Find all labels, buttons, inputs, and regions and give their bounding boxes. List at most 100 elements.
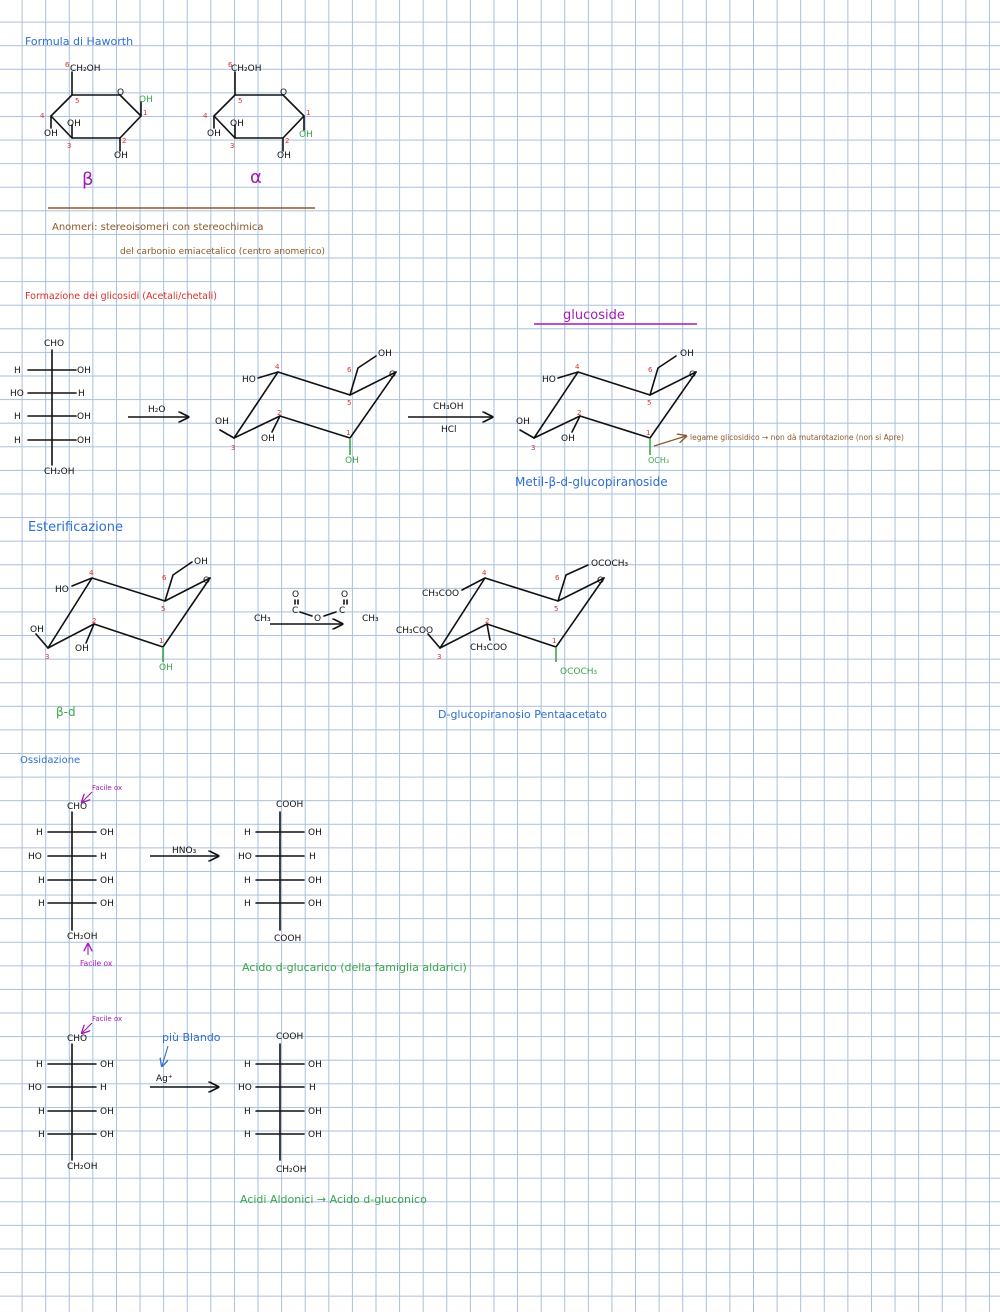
ox1p-cooh-bottom: COOH xyxy=(274,934,301,944)
reagent-ag: Ag⁺ xyxy=(156,1074,173,1084)
chair2-o: O xyxy=(689,370,696,380)
penta-ch3coo-c3: CH₃COO xyxy=(396,626,433,636)
chair1-oh-c6: OH xyxy=(378,349,392,359)
ester1-n2: 2 xyxy=(92,617,96,625)
ox2-h1: H xyxy=(36,1060,43,1070)
chair-glucoside: HO OH O OH OH OCH₃ 4 6 5 2 3 1 xyxy=(516,349,697,465)
esterificazione-title: Esterificazione xyxy=(28,520,123,535)
ox1-facile-top: Facile ox xyxy=(92,784,122,792)
glucoside-label: glucoside xyxy=(563,308,625,323)
ox2-oh1: OH xyxy=(100,1060,114,1070)
chair2-n5: 5 xyxy=(647,399,651,407)
anomeri-line2: del carbonio emiacetalico (centro anomer… xyxy=(120,247,325,257)
ester1-oh-c1: OH xyxy=(159,663,173,673)
acetic-anhydride: CH₃ C O O C O CH₃ xyxy=(254,590,379,624)
ox1-h2: H xyxy=(100,852,107,862)
glicosidi-title: Formazione dei glicosidi (Acetali/chetal… xyxy=(25,291,217,302)
ossidazione-title: Ossidazione xyxy=(20,755,80,766)
chair1-ho: HO xyxy=(242,375,256,385)
beta-oh-c4: OH xyxy=(44,129,58,139)
glucoside-name: Metil-β-d-glucopiranoside xyxy=(515,475,668,489)
penta-o: O xyxy=(597,576,604,586)
beta-oh-c3: OH xyxy=(67,119,81,129)
chair2-oh-c2: OH xyxy=(561,434,575,444)
chair2-oh-c3: OH xyxy=(516,417,530,427)
chair2-n4: 4 xyxy=(575,363,580,371)
ox1p-h4: H xyxy=(244,899,251,909)
alpha-oh-c2: OH xyxy=(277,151,291,161)
gluconic-name: Acidi Aldonici → Acido d-gluconico xyxy=(240,1193,427,1206)
reagent-hno3: HNO₃ xyxy=(172,846,197,856)
fischer-ox1-reactant: CHO H OH HO H H OH H OH CH₂OH xyxy=(28,802,114,942)
chair1-n2: 2 xyxy=(277,409,281,417)
ox1-oh3: OH xyxy=(100,876,114,886)
chair1-n6: 6 xyxy=(347,366,352,374)
haworth-title: Formula di Haworth xyxy=(25,35,133,48)
ox2-h3: H xyxy=(38,1107,45,1117)
ox2-h4: H xyxy=(38,1130,45,1140)
chair-reactant: HO OH O OH OH OH 4 6 5 2 3 1 xyxy=(30,557,211,673)
penta-n3: 3 xyxy=(437,653,441,661)
chair1-oh-c2: OH xyxy=(261,434,275,444)
ester1-o: O xyxy=(203,576,210,586)
alpha-ch2oh: CH₂OH xyxy=(231,64,262,74)
alpha-label: α xyxy=(250,167,262,188)
legame-note: legame glicosidico → non dà mutarotazion… xyxy=(690,433,904,442)
ox1p-h2: H xyxy=(309,852,316,862)
ox2-ch2oh: CH₂OH xyxy=(67,1162,98,1172)
beta-oh-anomeric: OH xyxy=(139,95,153,105)
alpha-n4: 4 xyxy=(203,112,208,120)
chair1-oh-c1: OH xyxy=(345,456,359,466)
chair1-n1: 1 xyxy=(346,429,350,437)
chair-pentaacetate: OCOCH₃ O CH₃COO CH₃COO CH₃COO OCOCH₃ 4 6… xyxy=(396,559,629,677)
ox1p-h3: H xyxy=(244,876,251,886)
beta-ch2oh: CH₂OH xyxy=(70,64,101,74)
ox2p-cooh: COOH xyxy=(276,1032,303,1042)
ox2p-h3: H xyxy=(244,1107,251,1117)
haworth-beta: CH₂OH O OH OH OH OH 6 5 4 3 2 1 β xyxy=(40,61,153,190)
ox2-cho: CHO xyxy=(67,1034,87,1044)
ox1p-cooh-top: COOH xyxy=(276,800,303,810)
fischer-oh4: OH xyxy=(77,436,91,446)
penta-ch3coo-c4: CH₃COO xyxy=(422,589,459,599)
ox1p-oh3: OH xyxy=(308,876,322,886)
legame-arrow xyxy=(653,436,686,447)
beta-n4: 4 xyxy=(40,112,45,120)
ester-reactant-label: β-d xyxy=(56,705,76,719)
penta-n1: 1 xyxy=(552,637,556,645)
beta-n2: 2 xyxy=(122,137,126,145)
chair1-o: O xyxy=(389,370,396,380)
alpha-n1: 1 xyxy=(306,109,310,117)
chair2-n3: 3 xyxy=(531,444,535,452)
fischer-h3: H xyxy=(14,412,21,422)
fischer-h2: H xyxy=(78,389,85,399)
beta-n3: 3 xyxy=(67,142,71,150)
fischer-oh1: OH xyxy=(77,366,91,376)
ox1p-oh1: OH xyxy=(308,828,322,838)
penta-n2: 2 xyxy=(485,617,489,625)
anh-o-right: O xyxy=(341,590,348,600)
fischer-h1: H xyxy=(14,366,21,376)
ox2-facile-top-arrow xyxy=(82,1022,93,1033)
alpha-oh-c3: OH xyxy=(230,119,244,129)
ester1-oh-c6: OH xyxy=(194,557,208,567)
ox2p-oh3: OH xyxy=(308,1107,322,1117)
anh-c-right: C xyxy=(339,606,345,616)
anh-o-left: O xyxy=(292,590,299,600)
chair2-n2: 2 xyxy=(577,409,581,417)
beta-n6: 6 xyxy=(65,61,70,69)
anh-o-bridge: O xyxy=(314,614,321,624)
glucaric-name: Acido d-glucarico (della famiglia aldari… xyxy=(242,961,467,974)
alpha-o: O xyxy=(280,88,287,98)
chair2-ho: HO xyxy=(542,375,556,385)
penta-ococh3-c6: OCOCH₃ xyxy=(591,559,629,569)
chair1-n4: 4 xyxy=(275,363,280,371)
piu-blando-arrow xyxy=(162,1045,169,1066)
piu-blando-note: più Blando xyxy=(162,1031,221,1044)
penta-ch3coo-c2: CH₃COO xyxy=(470,643,507,653)
alpha-n2: 2 xyxy=(285,137,289,145)
ox1-oh1: OH xyxy=(100,828,114,838)
chair1-oh-c3: OH xyxy=(215,417,229,427)
anh-ch3-right: CH₃ xyxy=(362,614,379,624)
beta-oh-c2: OH xyxy=(114,151,128,161)
